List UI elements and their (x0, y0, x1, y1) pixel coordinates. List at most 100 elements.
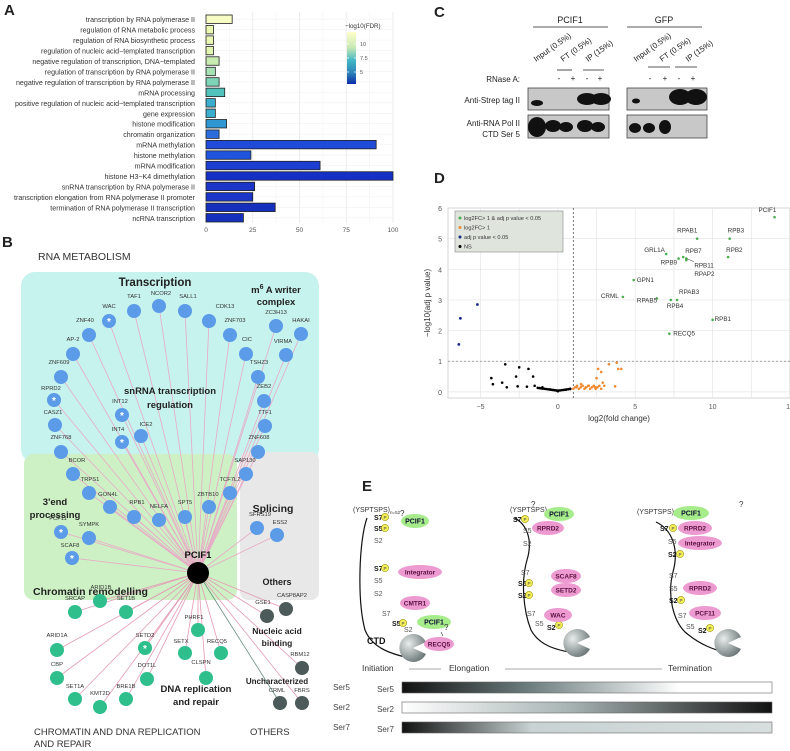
bar (205, 150, 252, 160)
svg-text:-: - (558, 74, 561, 83)
protein-blob (401, 514, 429, 528)
gene-label: ZNF768 (51, 435, 72, 441)
ns-point (503, 362, 507, 366)
star-icon: * (70, 554, 74, 565)
gene-label: RPB1 (715, 316, 732, 323)
gene-label: ICE2 (140, 422, 153, 428)
sig-point (632, 278, 636, 282)
svg-text:P: P (679, 598, 682, 603)
gene-node (178, 510, 192, 524)
gene-label: SPT5 (178, 500, 193, 506)
gene-label: SCAF8 (61, 543, 80, 549)
protein-band (659, 120, 671, 134)
protein-label: RPRD2 (689, 586, 711, 593)
gene-node (138, 641, 152, 655)
gene-label: WAC (102, 304, 115, 310)
gene-node (93, 700, 107, 714)
ser2-label: Ser2 (377, 705, 394, 714)
bar (205, 77, 220, 87)
gene-label: RPB9 (661, 260, 678, 267)
ser-residue: S2 (404, 627, 413, 634)
ser-residue: S5 (668, 539, 677, 546)
ser-residue: S7 (527, 611, 536, 618)
gene-node (119, 692, 133, 706)
bar (205, 45, 214, 56)
protein-band (591, 122, 605, 132)
ser-row-label: Ser7 (333, 723, 350, 732)
protein-blob (678, 536, 722, 550)
sig-point (655, 297, 659, 300)
phospho-icon (677, 596, 685, 604)
gene-node (199, 671, 213, 685)
protein-blob (683, 581, 717, 595)
y-tick: 3 (438, 298, 442, 305)
bar (205, 108, 216, 118)
svg-text:P: P (671, 526, 674, 531)
star-icon: * (120, 411, 124, 422)
hub-label: PCIF1 (185, 550, 213, 561)
gene-node (54, 445, 68, 459)
gene-node (152, 299, 166, 313)
protein-label: CMTR1 (404, 601, 427, 608)
protein-label: RPRD2 (537, 526, 559, 533)
gene-node (258, 419, 272, 433)
svg-text:P: P (557, 623, 560, 628)
group-chromatin: Chromatin remodelling (33, 586, 148, 598)
protein-band (559, 122, 573, 132)
gene-node (66, 467, 80, 481)
gene-label: PHRF1 (184, 615, 203, 621)
svg-text:P: P (383, 526, 386, 531)
gene-label: CASP8AP2 (277, 593, 307, 599)
gene-label: HAKAI (292, 318, 310, 324)
ser-residue: S2 (374, 591, 383, 598)
gene-node (178, 646, 192, 660)
svg-text:-: - (649, 74, 652, 83)
protein-blob (398, 565, 442, 579)
gene-node (279, 602, 293, 616)
gene-label: RBM12 (290, 652, 309, 658)
group-title: processing (30, 510, 81, 521)
sig-point (621, 295, 625, 299)
gene-label: RPRD2 (41, 386, 61, 392)
protein-band (669, 89, 691, 105)
gene-node (68, 692, 82, 706)
category-label: negative regulation of transcription by … (16, 79, 195, 87)
go-enrichment-bar-chart: transcription by RNA polymerase IIregula… (14, 12, 399, 232)
y-tick: 5 (438, 237, 442, 244)
svg-text:-: - (586, 74, 589, 83)
gene-label: RPB1 (129, 500, 144, 506)
phospho-icon (525, 591, 533, 599)
fc-point (616, 367, 620, 371)
bar (205, 119, 227, 129)
group-title: regulation (147, 400, 193, 411)
gene-label: PCF11 (49, 516, 67, 522)
bar (205, 202, 276, 212)
group-splicing: Splicing (253, 503, 294, 515)
sig-point (695, 237, 699, 240)
gene-node (214, 646, 228, 660)
gene-node (65, 551, 79, 565)
gene-node (269, 319, 283, 333)
svg-text:5: 5 (360, 70, 363, 76)
x-tick: 50 (296, 227, 304, 232)
bar (205, 213, 244, 223)
star-icon: * (52, 396, 56, 407)
ctd-label: CTD (367, 636, 386, 646)
ns-point (527, 367, 530, 371)
fc-point (615, 361, 618, 365)
ser-residue: S2 (698, 628, 707, 635)
blot-label-polii: Anti-RNA Pol II (467, 119, 520, 128)
protein-blob (673, 506, 709, 520)
group-m6a: m6 A writer (251, 284, 301, 296)
protein-blob (551, 583, 581, 597)
y-axis-label: −log10(adj p value) (423, 269, 432, 338)
bar (205, 98, 216, 108)
panel-label-c: C (434, 4, 445, 21)
pcif1-hub-node (187, 562, 209, 584)
y-tick: 2 (438, 329, 442, 336)
gene-node (82, 486, 96, 500)
gene-label: RPB11 (694, 263, 714, 270)
stage-elongation: Elongation (449, 663, 489, 673)
